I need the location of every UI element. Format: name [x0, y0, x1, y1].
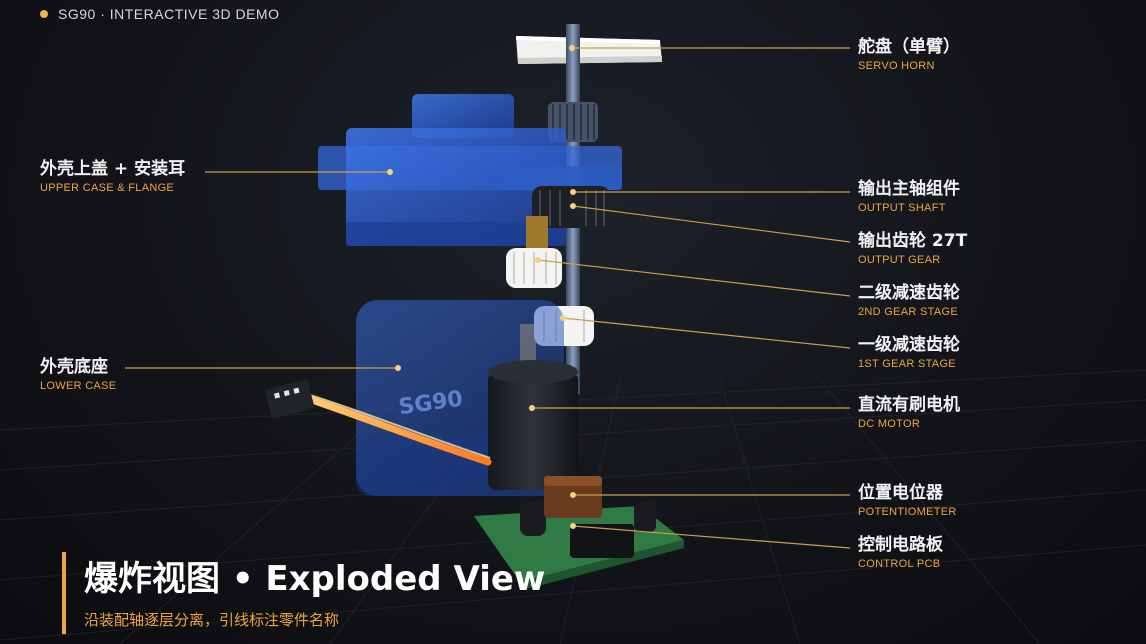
label-upper-case-cn: 外壳上盖 + 安装耳: [40, 159, 186, 179]
label-gear-stage-2[interactable]: 二级减速齿轮 2ND GEAR STAGE: [858, 282, 960, 320]
label-gear-stage-2-en: 2ND GEAR STAGE: [858, 306, 958, 318]
upper-case-part[interactable]: [318, 94, 622, 246]
label-output-gear-cn: 输出齿轮 27T: [858, 231, 968, 251]
label-dc-motor-en: DC MOTOR: [858, 418, 921, 430]
footer-title: 爆炸视图 • Exploded View: [84, 559, 546, 599]
label-control-pcb-en: CONTROL PCB: [858, 558, 941, 570]
label-servo-horn-en: SERVO HORN: [858, 60, 935, 72]
label-output-shaft[interactable]: 输出主轴组件 OUTPUT SHAFT: [858, 178, 960, 216]
label-gear-stage-1[interactable]: 一级减速齿轮 1ST GEAR STAGE: [858, 334, 960, 372]
label-control-pcb[interactable]: 控制电路板 CONTROL PCB: [858, 534, 943, 572]
label-output-gear[interactable]: 输出齿轮 27T OUTPUT GEAR: [858, 230, 967, 268]
demo-tag-text: SG90 · INTERACTIVE 3D DEMO: [58, 6, 280, 22]
label-potentiometer-cn: 位置电位器: [858, 483, 943, 503]
label-output-shaft-cn: 输出主轴组件: [858, 179, 960, 199]
label-output-shaft-en: OUTPUT SHAFT: [858, 202, 946, 214]
label-upper-case[interactable]: 外壳上盖 + 安装耳 UPPER CASE & FLANGE: [40, 158, 185, 196]
label-lower-case-en: LOWER CASE: [40, 380, 117, 392]
leader-control-pcb: [572, 525, 851, 549]
label-servo-horn[interactable]: 舵盘（单臂） SERVO HORN: [858, 36, 960, 74]
leader-output-gear: [572, 205, 851, 243]
label-lower-case-cn: 外壳底座: [40, 357, 108, 377]
label-potentiometer[interactable]: 位置电位器 POTENTIOMETER: [858, 482, 957, 520]
leader-gear-stage-2: [537, 259, 851, 297]
gear-stage-2-part[interactable]: [506, 216, 562, 288]
label-gear-stage-1-en: 1ST GEAR STAGE: [858, 358, 956, 370]
label-servo-horn-cn: 舵盘（单臂）: [858, 37, 960, 57]
leader-dots: [387, 45, 576, 529]
label-potentiometer-en: POTENTIOMETER: [858, 506, 957, 518]
dc-motor-part[interactable]: [488, 360, 578, 490]
bullet-dot-icon: [40, 10, 48, 18]
label-dc-motor-cn: 直流有刷电机: [858, 395, 960, 415]
label-dc-motor[interactable]: 直流有刷电机 DC MOTOR: [858, 394, 960, 432]
label-gear-stage-2-cn: 二级减速齿轮: [858, 283, 960, 303]
control-pcb-part[interactable]: [474, 502, 684, 590]
leader-lines: [125, 47, 851, 549]
footer-subtitle: 沿装配轴逐层分离，引线标注零件名称: [84, 611, 340, 629]
leader-gear-stage-1: [562, 317, 851, 349]
demo-tag: SG90 · INTERACTIVE 3D DEMO: [40, 6, 279, 22]
cable-connector-part[interactable]: [265, 379, 492, 466]
footer-caption: 爆炸视图 • Exploded View 沿装配轴逐层分离，引线标注零件名称: [62, 552, 545, 634]
label-output-gear-en: OUTPUT GEAR: [858, 254, 941, 266]
label-gear-stage-1-cn: 一级减速齿轮: [858, 335, 960, 355]
servo-horn-part[interactable]: [516, 36, 662, 64]
label-lower-case[interactable]: 外壳底座 LOWER CASE: [40, 356, 116, 394]
label-control-pcb-cn: 控制电路板: [858, 535, 943, 555]
label-upper-case-en: UPPER CASE & FLANGE: [40, 182, 175, 194]
